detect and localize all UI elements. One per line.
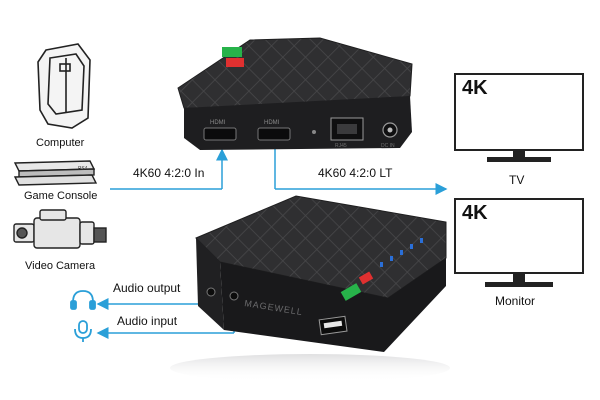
monitor-icon — [454, 198, 584, 287]
audio-output-label: Audio output — [113, 281, 181, 295]
display-label-monitor: Monitor — [495, 294, 536, 308]
source-label-video-camera: Video Camera — [25, 260, 96, 272]
source-label-computer: Computer — [36, 137, 85, 149]
usb-port — [318, 315, 348, 336]
display-label-tv: TV — [509, 173, 525, 187]
output-signal-label: 4K60 4:2:0 LT — [318, 166, 393, 180]
led-green-front — [340, 283, 362, 301]
source-label-game-console: Game Console — [24, 190, 98, 202]
hdmi-in-port-label: HDMI — [210, 120, 226, 126]
hdmi-out-port-label: HDMI — [264, 120, 280, 126]
hdmi-in-port: HDMI — [203, 120, 237, 141]
game-console-brand: PS4 — [78, 166, 88, 172]
led-green — [222, 47, 242, 57]
tv-icon — [454, 73, 584, 162]
capture-device-rear: HDMI HDMI RJ45 DC IN — [177, 37, 413, 150]
power-port-label: DC IN — [381, 143, 395, 149]
led-red — [226, 58, 244, 67]
capture-device-front: MAGEWELL — [170, 195, 450, 382]
input-arrow — [110, 148, 228, 190]
video-camera-icon — [13, 209, 107, 249]
hdmi-out-port: HDMI — [257, 120, 291, 141]
input-signal-label: 4K60 4:2:0 In — [133, 166, 205, 180]
game-console-icon: PS4 — [13, 160, 98, 186]
led-red-front — [358, 271, 374, 285]
monitor-screen-text: 4K — [462, 202, 488, 224]
audio-output-arrow — [96, 296, 212, 310]
lan-port-label: RJ45 — [335, 143, 347, 149]
lan-port: RJ45 — [330, 117, 364, 149]
microphone-icon — [74, 320, 92, 342]
audio-input-label: Audio input — [117, 314, 178, 328]
output-arrow — [274, 148, 448, 195]
tv-screen-text: 4K — [462, 77, 488, 99]
power-port: DC IN — [381, 122, 398, 149]
status-leds-blue — [380, 238, 423, 267]
headphones-icon — [70, 290, 96, 310]
computer-icon — [37, 43, 91, 129]
